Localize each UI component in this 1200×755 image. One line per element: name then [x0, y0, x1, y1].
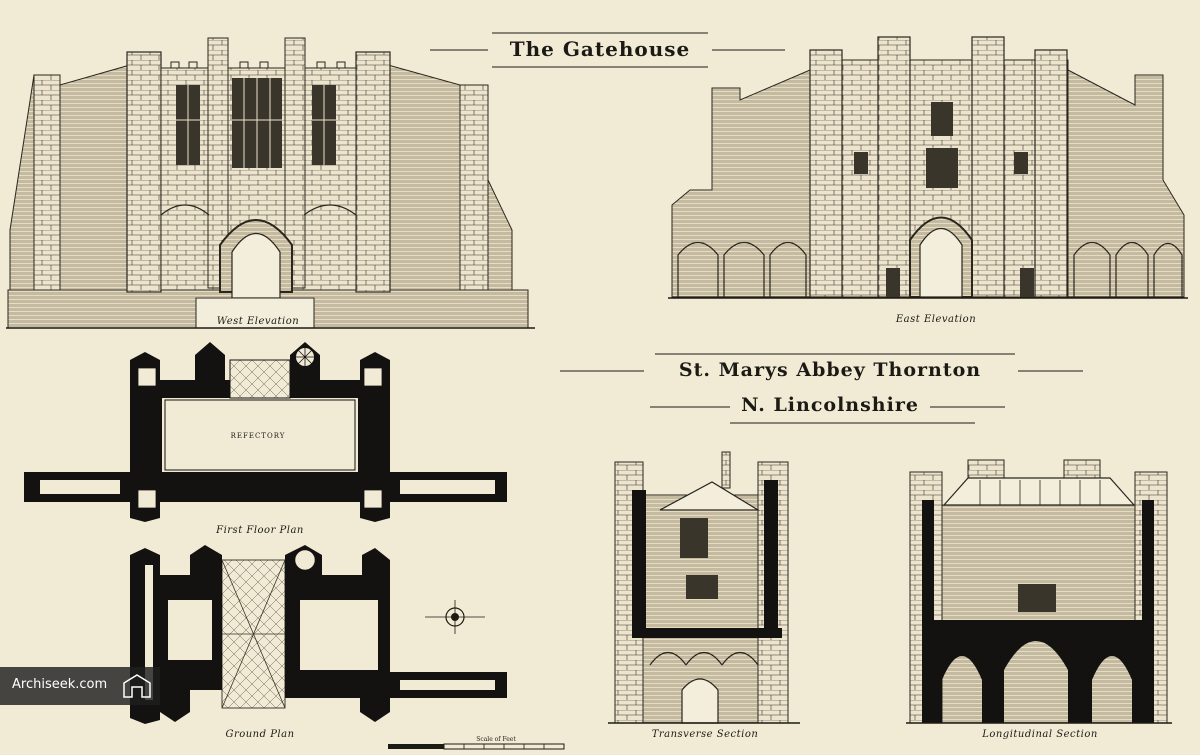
transverse-upper-window [680, 518, 708, 558]
ground-plan-caption: Ground Plan [225, 729, 295, 740]
east-tower-left [809, 49, 843, 298]
west-gate-opening [231, 233, 281, 299]
east-tower-inner-left [877, 36, 911, 298]
west-inner-tower-left [207, 37, 229, 289]
west-battlements [161, 61, 356, 69]
sheet-title: The Gatehouse [509, 37, 691, 61]
west-left-tower [126, 51, 162, 293]
east-window-left [854, 152, 868, 174]
east-elevation-wall-right [1067, 69, 1185, 298]
title-rules [430, 32, 1083, 424]
west-elevation [6, 37, 535, 329]
east-elevation [668, 36, 1188, 299]
west-side-arches [160, 204, 357, 216]
east-blind-arcade-left [677, 241, 807, 297]
east-window-right [1014, 152, 1028, 174]
longitudinal-window [1018, 584, 1056, 612]
west-elevation-left-wall [9, 64, 131, 291]
transverse-section-caption: Transverse Section [651, 729, 759, 740]
east-blind-arcade-right [1073, 241, 1183, 297]
west-elevation-caption: West Elevation [216, 316, 300, 327]
longitudinal-section-body [919, 504, 1166, 724]
longitudinal-roof-trusses [979, 480, 1101, 505]
transverse-right-cut-wall [764, 480, 778, 635]
east-elevation-wall [671, 69, 811, 298]
transverse-chimney [721, 451, 731, 489]
longitudinal-cut-wall-left [922, 500, 934, 723]
east-small-door-left [886, 268, 900, 297]
first-floor-stair-hatch [229, 359, 291, 399]
west-left-turret [33, 74, 61, 291]
archiseek-logo-icon [123, 674, 151, 698]
east-gate-opening [919, 228, 963, 298]
transverse-mid-window [686, 575, 718, 599]
longitudinal-section-caption: Longitudinal Section [982, 729, 1098, 740]
transverse-floor-cut [632, 628, 782, 638]
west-inner-tower-right [284, 37, 306, 289]
first-floor-plan-caption: First Floor Plan [216, 525, 304, 536]
site-title: St. Marys Abbey Thornton [678, 359, 982, 381]
east-small-door-right [1020, 268, 1034, 297]
transverse-gable [659, 481, 761, 511]
first-floor-outer-walls [24, 342, 507, 522]
transverse-section [608, 451, 800, 724]
longitudinal-arcade [934, 634, 1142, 723]
longitudinal-cut-wall-right [1142, 500, 1154, 723]
west-right-turret [459, 84, 489, 291]
longitudinal-section [906, 459, 1172, 724]
east-oriel-window [926, 148, 958, 188]
longitudinal-floor-cut [922, 620, 1154, 634]
longitudinal-roof [942, 477, 1136, 506]
west-right-tower [355, 51, 391, 293]
east-window-top [931, 102, 953, 136]
west-elevation-right-wall [387, 64, 513, 291]
north-point-compass-icon [425, 600, 485, 634]
ground-plan-vault-ribs [221, 559, 286, 709]
east-tower-inner-right [971, 36, 1005, 298]
watermark-text: Archiseek.com [12, 677, 108, 692]
ground-plan [130, 545, 507, 724]
first-floor-refectory [164, 399, 356, 471]
ground-plan-stair-turret [292, 547, 318, 573]
first-floor-corner-rooms [137, 367, 383, 509]
county-title: N. Lincolnshire [741, 394, 919, 416]
west-steps [195, 297, 315, 329]
east-tower-right [1034, 49, 1068, 298]
first-floor-plan [24, 342, 507, 522]
archiseek-watermark[interactable]: Archiseek.com [0, 667, 160, 705]
refectory-label: REFECTORY [230, 432, 286, 440]
transverse-vault-arcade [649, 651, 759, 666]
first-floor-stair-steps [295, 347, 315, 367]
transverse-gate-arch [681, 678, 719, 724]
east-elevation-caption: East Elevation [895, 314, 977, 325]
transverse-left-cut-wall [632, 490, 646, 635]
ground-plan-walls [130, 545, 507, 724]
scale-bar [388, 743, 565, 750]
longitudinal-top-block-right [1063, 459, 1101, 481]
scale-bar-label: Scale of Feet [476, 736, 516, 743]
west-window-tracery [176, 78, 336, 168]
longitudinal-top-block-left [967, 459, 1005, 481]
